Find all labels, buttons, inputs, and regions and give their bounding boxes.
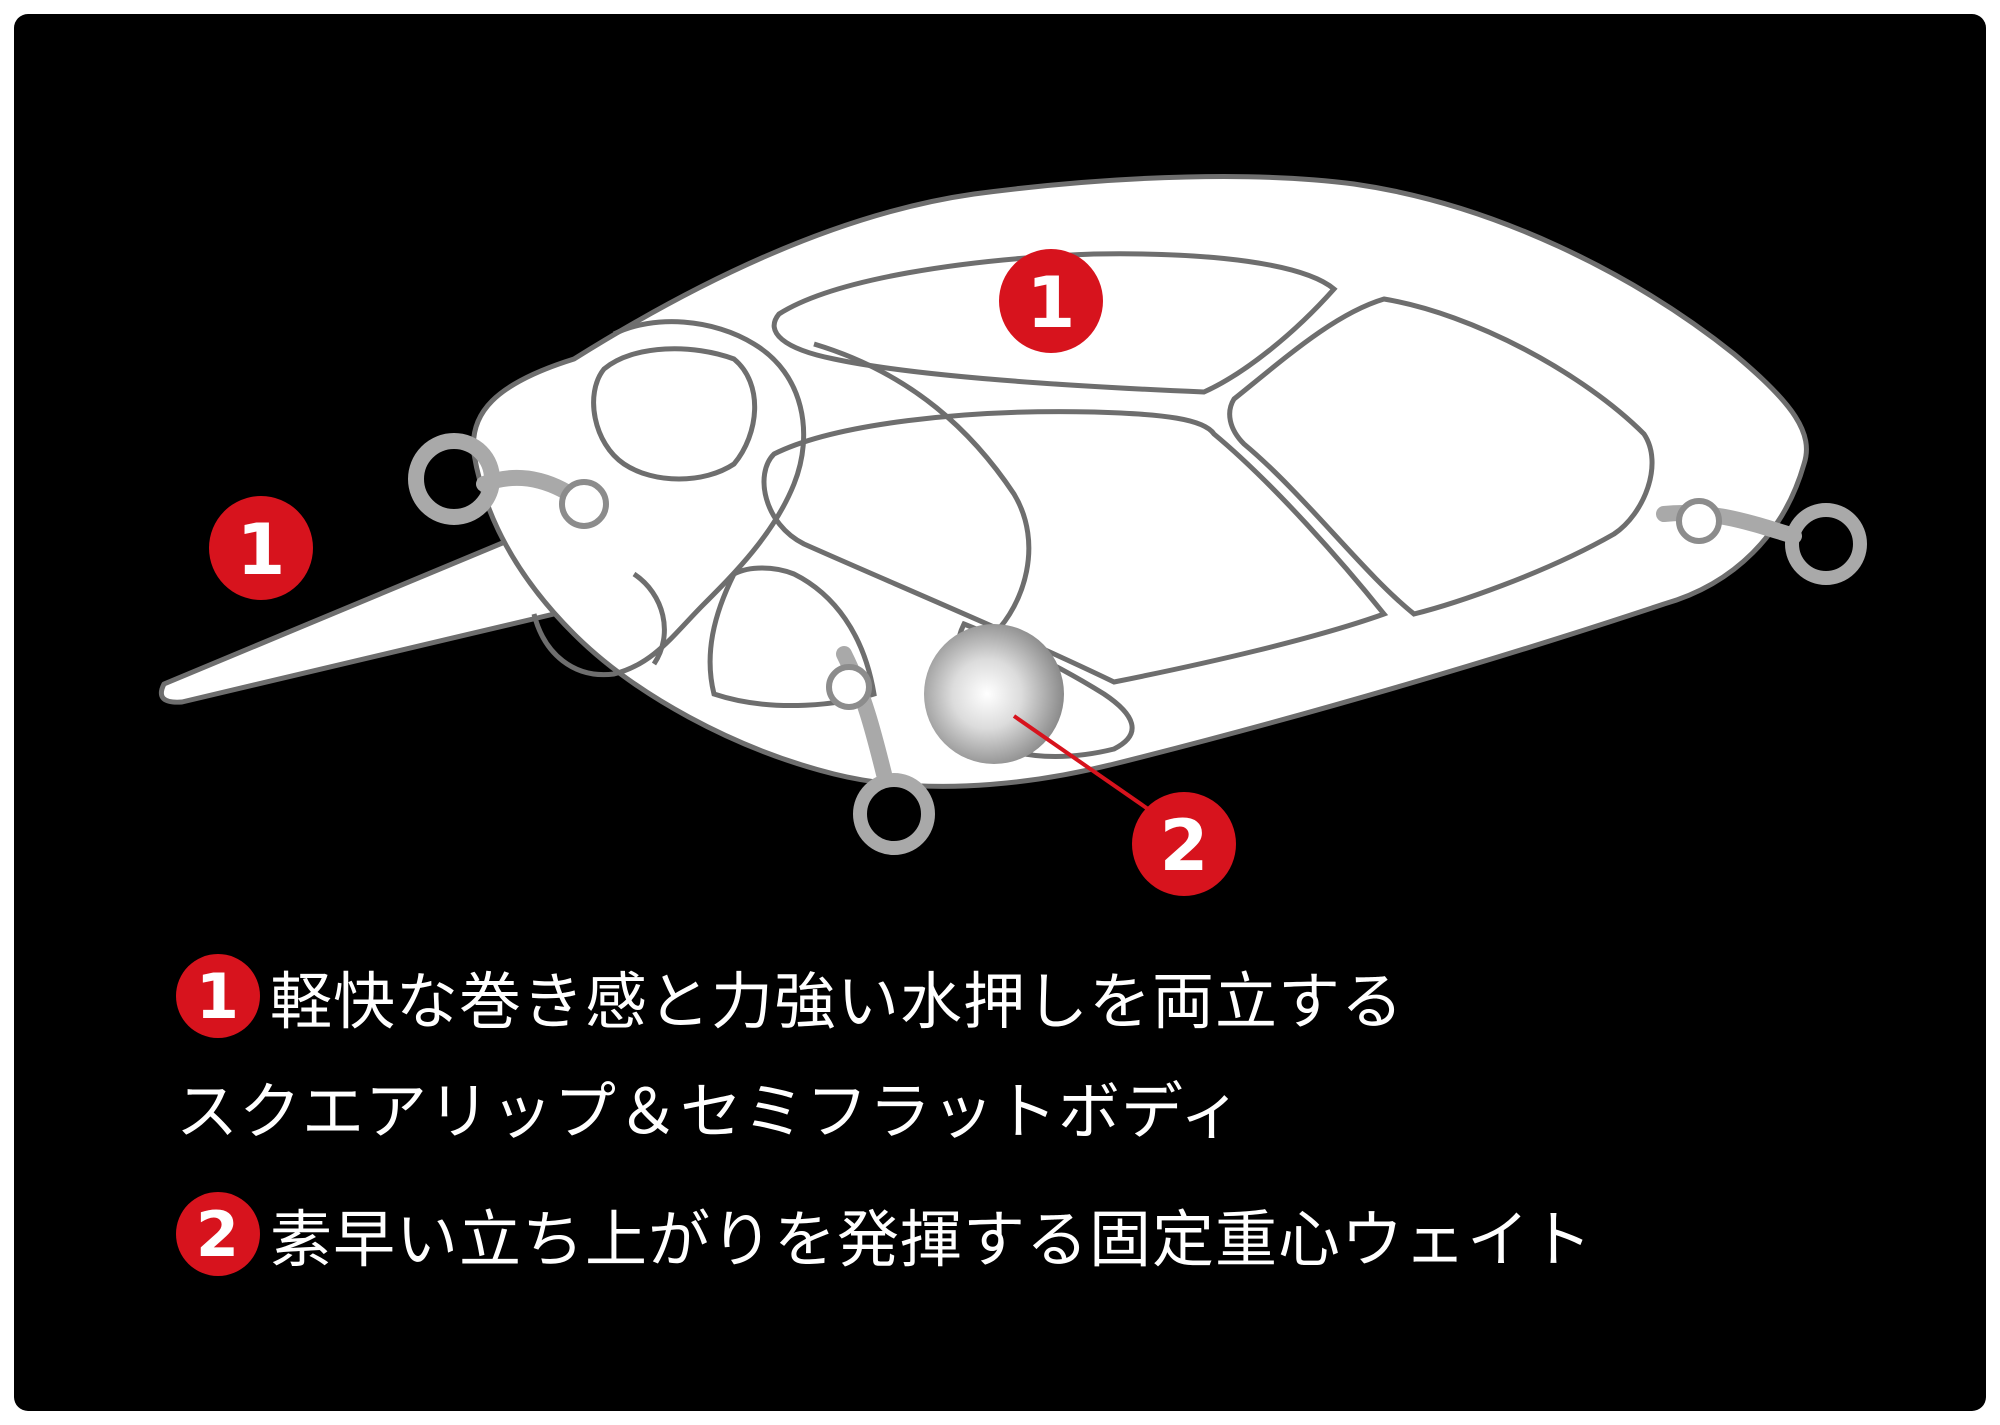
svg-text:1: 1 — [1027, 262, 1076, 344]
legend-item-2-line-1: 2 素早い立ち上がりを発揮する固定重心ウェイト — [176, 1186, 1593, 1282]
legend-badge-1: 1 — [176, 954, 260, 1038]
legend-item-1-line-1: 1 軽快な巻き感と力強い水押しを両立する — [176, 948, 1404, 1044]
diagram-panel: 1 1 2 1 軽快な巻き感と力強い水押しを両立する スクエアリップ＆セミフラッ… — [14, 14, 1986, 1411]
legend-item-2-text-1: 素早い立ち上がりを発揮する固定重心ウェイト — [270, 1189, 1593, 1279]
legend-item-1-text-1: 軽快な巻き感と力強い水押しを両立する — [270, 951, 1404, 1041]
fixed-weight-ball — [924, 624, 1064, 764]
body-marker: 1 — [999, 249, 1103, 353]
legend-item-1-text-2: スクエアリップ＆セミフラットボディ — [176, 1061, 1243, 1151]
lip-marker: 1 — [209, 496, 313, 600]
legend-item-1-line-2: スクエアリップ＆セミフラットボディ — [176, 1058, 1243, 1154]
svg-text:2: 2 — [1160, 805, 1209, 887]
lure-body — [473, 177, 1806, 787]
weight-marker: 2 — [1132, 792, 1236, 896]
legend-badge-2: 2 — [176, 1192, 260, 1276]
svg-text:1: 1 — [237, 509, 286, 591]
